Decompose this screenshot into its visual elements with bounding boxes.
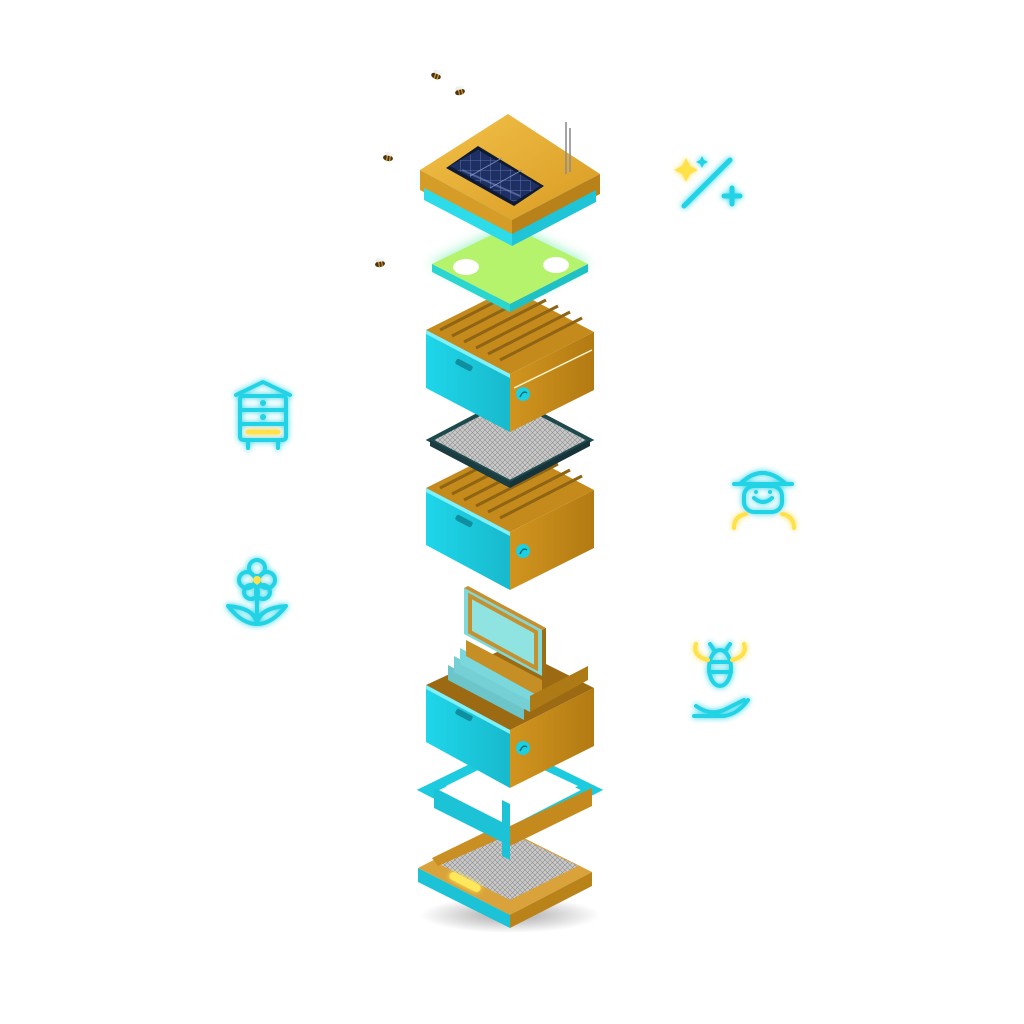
sensor-badge-icon	[516, 741, 530, 755]
bee-in-hand-icon	[692, 642, 750, 718]
flying-bee	[375, 257, 385, 268]
light-strip	[449, 872, 481, 892]
ventilation-hole	[453, 259, 479, 275]
hand-grip	[455, 514, 473, 528]
magic-wand-icon	[674, 156, 743, 209]
hand-grip	[455, 708, 473, 722]
beekeeper-icon	[732, 471, 796, 530]
flying-bee	[383, 151, 394, 162]
middle-brood-box	[426, 444, 594, 590]
ventilation-hole	[543, 257, 569, 273]
antenna-icon	[565, 122, 571, 174]
sensor-badge-icon	[516, 387, 530, 401]
bottom-brood-box-with-frames	[426, 586, 594, 788]
beehive-icon	[234, 380, 292, 450]
roof-with-solar-panel-and-antenna	[420, 114, 600, 246]
queen-excluder-mesh	[425, 395, 595, 488]
inner-cover-with-two-holes	[430, 224, 590, 312]
sensor-badge-icon	[516, 544, 530, 558]
hand-grip	[455, 358, 473, 372]
flying-bee	[431, 69, 443, 80]
solar-panel-icon	[446, 146, 544, 206]
lifted-frame	[464, 586, 546, 676]
flying-bee	[455, 85, 465, 96]
bees-group	[375, 69, 465, 268]
flower-icon	[226, 558, 288, 626]
